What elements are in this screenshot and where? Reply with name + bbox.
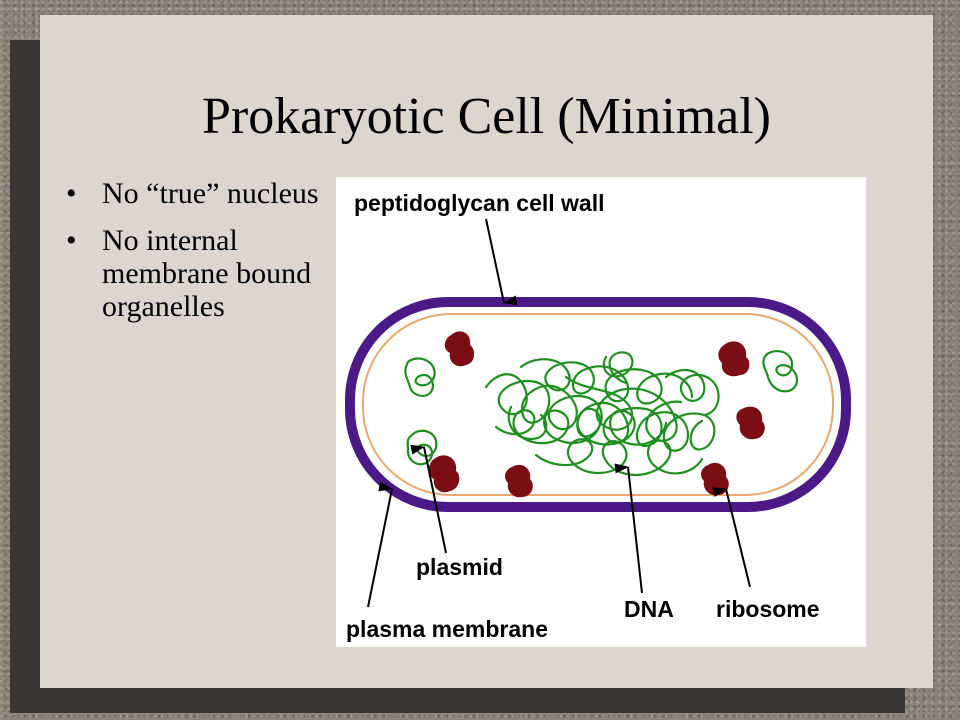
ribosome bbox=[428, 455, 460, 493]
bullet-item: • No “true” nucleus bbox=[62, 177, 322, 210]
dna-nucleoid bbox=[484, 351, 720, 476]
ribosome bbox=[718, 341, 750, 377]
bullet-text: No internal membrane bound organelles bbox=[102, 224, 312, 323]
plasmid bbox=[406, 429, 438, 466]
ribosome bbox=[701, 462, 729, 496]
bullet-item: • No internal membrane bound organelles bbox=[62, 224, 322, 323]
cell-wall-arrow bbox=[485, 218, 518, 306]
slide: Prokaryotic Cell (Minimal) • No “true” n… bbox=[40, 15, 933, 688]
dna-label: DNA bbox=[624, 596, 674, 622]
plasmid-arrow bbox=[410, 444, 447, 554]
plasmid bbox=[404, 357, 436, 397]
bullet-text: No “true” nucleus bbox=[102, 177, 319, 210]
plasma-membrane-arrow bbox=[367, 481, 393, 608]
ribosome-label: ribosome bbox=[716, 596, 820, 622]
ribosome bbox=[736, 406, 765, 440]
ribosome bbox=[505, 464, 533, 498]
ribosome bbox=[444, 331, 475, 367]
plasma-membrane bbox=[362, 313, 834, 496]
bullet-list: • No “true” nucleus • No internal membra… bbox=[62, 177, 322, 337]
plasma-membrane-label: plasma membrane bbox=[346, 616, 548, 642]
bullet-marker: • bbox=[66, 177, 77, 210]
slide-title: Prokaryotic Cell (Minimal) bbox=[201, 88, 771, 145]
plasmid-label: plasmid bbox=[416, 554, 503, 580]
prokaryotic-cell-diagram: peptidoglycan cell wall plasmid DNA ribo… bbox=[336, 177, 866, 647]
plasmid bbox=[762, 350, 798, 393]
ribosome-arrow bbox=[712, 487, 751, 588]
cell-wall-label: peptidoglycan cell wall bbox=[354, 190, 605, 216]
bullet-marker: • bbox=[66, 224, 77, 257]
dna-arrow bbox=[614, 463, 643, 594]
